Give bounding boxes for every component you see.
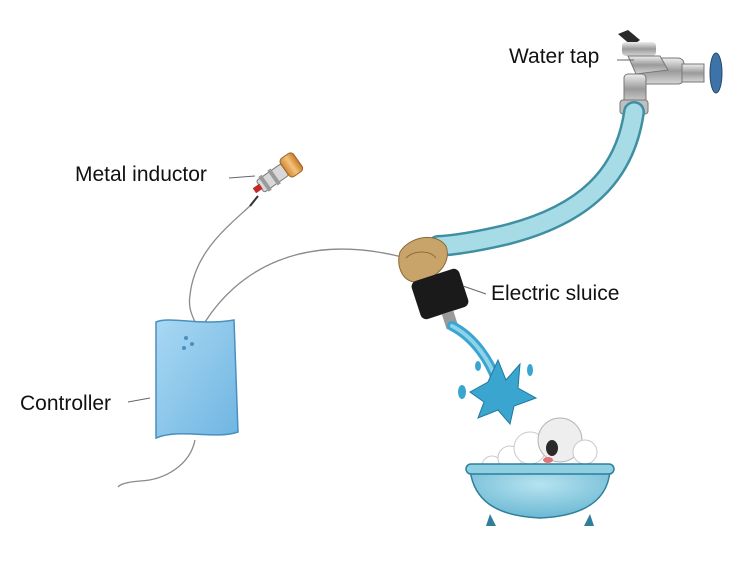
- metal-inductor-label: Metal inductor: [75, 163, 207, 186]
- leader-lines: [127, 59, 634, 403]
- wire-controller-to-sluice: [204, 248, 421, 323]
- wires: [117, 203, 421, 488]
- electric-sluice-label: Electric sluice: [491, 282, 620, 305]
- power-cord: [117, 439, 196, 488]
- inductor-cable: [249, 195, 259, 207]
- leader-electric-sluice: [462, 285, 487, 295]
- controller-box: [155, 319, 239, 440]
- metal-inductor-icon: [252, 152, 304, 194]
- water-hose: [427, 101, 645, 257]
- leader-metal-inductor: [228, 175, 256, 179]
- water-tap-label: Water tap: [509, 45, 600, 68]
- wire-inductor-to-controller: [188, 203, 253, 323]
- water-splash: [447, 321, 538, 426]
- controller-label: Controller: [20, 392, 112, 415]
- leader-controller: [127, 397, 151, 403]
- bathtub-icon: [465, 417, 615, 526]
